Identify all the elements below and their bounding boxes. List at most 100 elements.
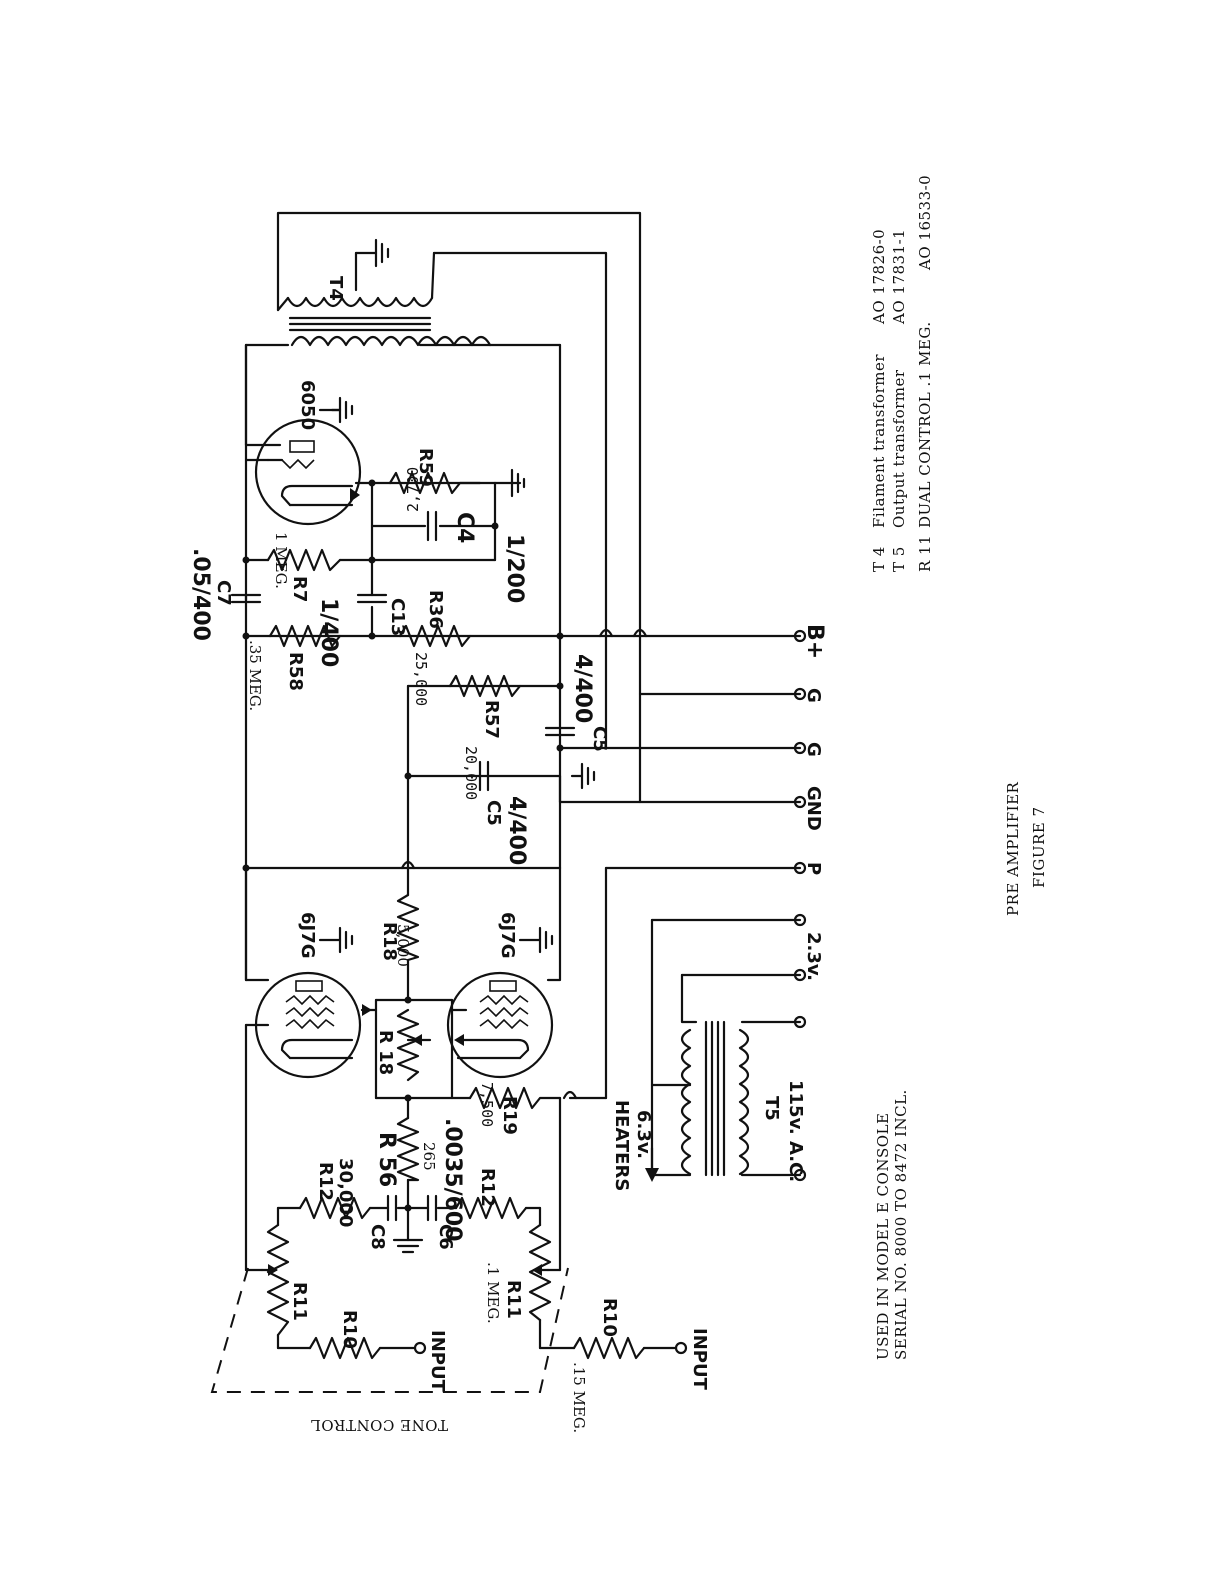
label-c13: C13 [387, 598, 408, 636]
label-r57-val: 20,000 [462, 746, 480, 800]
r19-resistor [468, 1086, 562, 1110]
label-c8: C8 [367, 1224, 388, 1250]
terminal-input-left [413, 1341, 427, 1355]
r12b-resistor [454, 1196, 528, 1220]
label-r58: R58 [285, 652, 306, 691]
parts-desc-0: Filament transformer [870, 354, 888, 528]
r7-resistor [266, 548, 342, 572]
parts-ref-0: T 4 [870, 546, 888, 572]
label-r59: R59 [415, 448, 436, 487]
r36-resistor [398, 624, 472, 648]
parts-part-1: AO 17831-1 [890, 229, 908, 325]
label-r36-val: 25,000 [412, 652, 430, 706]
label-input-left: INPUT [427, 1330, 448, 1393]
label-r18b-val: 5,000 [394, 924, 412, 967]
terminal-g2 [793, 741, 807, 755]
r18b-resistor [396, 893, 420, 962]
ground-6050 [330, 396, 354, 424]
grounds [318, 238, 596, 1254]
parts-part-0: AO 17826-0 [870, 229, 888, 325]
label-r12a-val: 30,000 [335, 1158, 356, 1227]
label-r7: R7 [289, 576, 310, 602]
label-input-right: INPUT [689, 1328, 710, 1391]
parts-desc-1: Output transformer [890, 369, 908, 528]
label-c6-val: .0035/600 [440, 1118, 465, 1242]
label-r12b: R12 [477, 1168, 498, 1207]
label-r36: R36 [425, 590, 446, 629]
r59-resistor [388, 471, 482, 495]
label-r10b-val: .15 MEG. [570, 1362, 588, 1433]
terminal-p [793, 861, 807, 875]
terminal-bplus [793, 629, 807, 643]
label-c4: C4 [452, 512, 477, 543]
label-r58-val: .35 MEG. [246, 640, 264, 711]
label-c13-val: 1/400 [316, 598, 341, 667]
terminals [413, 629, 807, 1355]
label-t-p: P [803, 862, 824, 875]
label-t-g1: G [803, 742, 824, 757]
terminal-input-right [674, 1341, 688, 1355]
caption-title: PRE AMPLIFIER [1004, 781, 1022, 916]
junctions [242, 479, 564, 1212]
label-t-23: 2.3v. [803, 932, 824, 981]
r56-resistor [396, 1116, 420, 1182]
label-r11b-val: .1 MEG. [484, 1262, 502, 1324]
r12a-resistor [298, 1196, 372, 1220]
transformer-t4 [276, 251, 492, 347]
label-r18a: R 18 [375, 1030, 396, 1075]
label-r19-val: 7,500 [478, 1082, 496, 1127]
labels: 6050 6J7G 6J7G T4 T5 115v. A.C. HEATERS … [188, 175, 1048, 1434]
r10a-resistor [308, 1336, 382, 1360]
label-r19: R19 [499, 1096, 520, 1135]
tone-control-outline [210, 1267, 569, 1393]
tube-6j7g-1 [254, 971, 378, 1079]
label-t-gnd: GND [803, 786, 824, 831]
label-r10b: R10 [599, 1298, 620, 1337]
label-c4-val: 1/200 [502, 534, 527, 603]
transformer-t5 [645, 1020, 750, 1182]
terminal-115a [793, 1015, 807, 1029]
ground-c5 [570, 762, 596, 790]
label-t-g2: G [803, 688, 824, 703]
label-r7-val: 1 MEG. [272, 532, 290, 589]
terminal-23a [793, 913, 807, 927]
capacitors [230, 510, 576, 1222]
r18a-resistor [396, 1008, 420, 1082]
label-r56: R 56 [374, 1132, 399, 1187]
label-r59-val: 2,700 [404, 467, 422, 512]
r11b-resistor [528, 1223, 552, 1322]
label-t-b: B+ [802, 624, 827, 659]
tube-6050 [254, 418, 362, 526]
caption-figure: FIGURE 7 [1030, 806, 1048, 888]
label-c6: C6 [435, 1224, 456, 1250]
label-c5b-val: 4/400 [570, 654, 595, 723]
label-r56-val: 265 [420, 1142, 438, 1171]
ground-t4 [354, 238, 390, 292]
parts-ref-2: R 11 [916, 535, 934, 572]
label-r10a: R10 [339, 1310, 360, 1349]
label-tube-6050: 6050 [297, 380, 318, 430]
label-tube-6j7g-1: 6J7G [297, 912, 318, 959]
terminal-g1 [793, 687, 807, 701]
caption-used-in-2: SERIAL NO. 8000 TO 8472 INCL. [892, 1089, 910, 1360]
ground-6j7g-2 [518, 926, 554, 954]
label-c7-val: .05/400 [188, 548, 213, 641]
label-t4: T4 [325, 276, 346, 301]
ground-r59 [510, 468, 526, 498]
label-r57: R57 [481, 700, 502, 739]
r10b-resistor [572, 1336, 646, 1360]
label-heaters: HEATERS [611, 1100, 632, 1191]
terminal-115b [793, 1168, 807, 1182]
label-t5-primary: 115v. A.C. [785, 1080, 806, 1182]
ground-6j7g-1 [318, 926, 354, 954]
label-r18b: R18 [379, 922, 400, 961]
r58-resistor [268, 624, 342, 648]
parts-part-2: AO 16533-0 [916, 175, 934, 271]
terminal-gnd [793, 795, 807, 809]
tube-6j7g-2 [446, 971, 554, 1079]
label-c5a: C5 [483, 800, 504, 826]
resistors [260, 471, 646, 1360]
parts-desc-2: DUAL CONTROL .1 MEG. [916, 321, 934, 528]
label-c5b: C5 [589, 726, 610, 752]
